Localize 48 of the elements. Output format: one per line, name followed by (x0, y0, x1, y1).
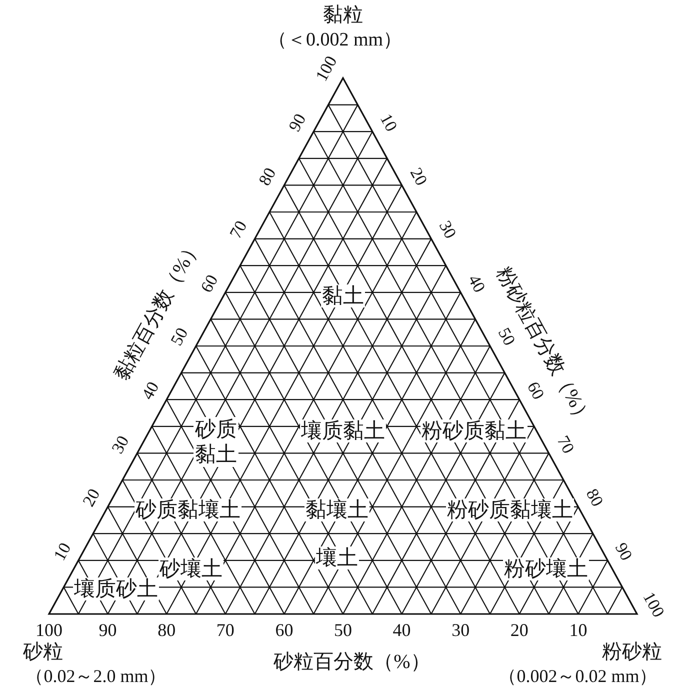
axis-title: 砂粒百分数（%） (274, 651, 430, 673)
tick-label: 30 (109, 432, 134, 456)
grain-size-range: （0.02～2.0 mm） (26, 667, 166, 687)
tick-label: 80 (582, 486, 606, 510)
soil-class-label: 粉砂质黏壤土 (446, 498, 574, 522)
grain-size-range: （＜0.002 mm） (268, 30, 402, 52)
soil-class-label: 粉砂壤土 (503, 557, 589, 581)
tick-label: 50 (334, 621, 352, 641)
tick-label: 40 (392, 621, 411, 641)
soil-class-label: 黏壤土 (304, 498, 370, 522)
tick-label: 60 (522, 379, 548, 403)
tick-label: 40 (138, 379, 164, 403)
tick-label: 70 (216, 621, 234, 641)
soil-class-label: 黏土 (321, 284, 365, 308)
tick-label: 10 (376, 111, 400, 135)
tick-label: 30 (434, 218, 460, 242)
tick-label: 10 (50, 540, 75, 564)
tick-label: 80 (158, 621, 176, 641)
vertex-label: 粉砂粒 (602, 641, 662, 663)
tick-label: 90 (611, 540, 636, 564)
vertex-label: 砂粒 (23, 641, 63, 663)
vertex-label: 黏粒 (323, 4, 363, 26)
soil-class-label: 壤质黏土 (300, 419, 386, 443)
tick-label: 20 (80, 486, 104, 510)
tick-label: 80 (256, 164, 281, 188)
soil-class-label: 壤土 (315, 546, 359, 570)
tick-label: 50 (168, 325, 192, 350)
soil-class-label: 砂壤土 (158, 557, 224, 581)
tick-label: 70 (226, 218, 252, 242)
tick-label: 70 (552, 432, 577, 456)
soil-class-label: 壤质砂土 (73, 577, 159, 601)
tick-label: 50 (494, 325, 518, 350)
tick-label: 100 (638, 590, 668, 621)
tick-label: 100 (312, 54, 342, 85)
tick-label: 60 (275, 621, 294, 641)
tick-label: 30 (452, 621, 470, 641)
tick-label: 60 (197, 272, 222, 296)
soil-class-label: 粉砂质黏土 (420, 419, 528, 443)
tick-label: 100 (36, 621, 62, 641)
soil-class-label: 砂质黏壤土 (134, 498, 242, 522)
tick-label: 40 (464, 272, 489, 296)
tick-label: 20 (405, 164, 430, 188)
grain-size-range: （0.002～0.02 mm） (498, 667, 658, 687)
tick-label: 90 (98, 621, 117, 641)
tick-label: 90 (286, 111, 310, 135)
tick-label: 20 (510, 621, 528, 641)
tick-label: 10 (569, 621, 588, 641)
soil-class-label: 砂质黏土 (193, 417, 239, 467)
